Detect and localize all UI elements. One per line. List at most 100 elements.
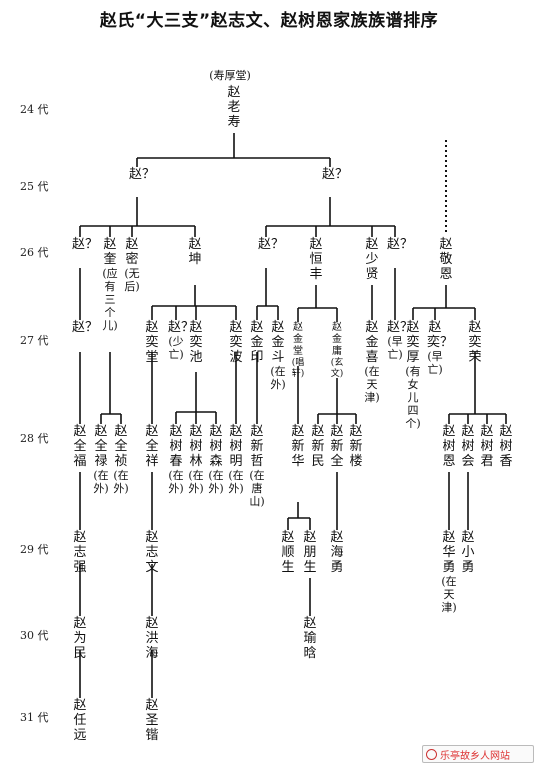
person-note: (在天津) — [441, 575, 457, 614]
person-g29pengsheng: 赵朋生 — [302, 530, 318, 575]
person-g28quanlu: 赵全禄(在外) — [93, 424, 109, 495]
person-note: (无后) — [124, 267, 140, 293]
person-name: 赵奕波 — [229, 320, 243, 365]
person-g28xinmin: 赵新民 — [310, 424, 326, 469]
person-name: 赵瑜晗 — [303, 616, 317, 661]
person-g26kui: 赵奎(应有三个儿) — [102, 237, 118, 332]
person-g28quanxiang: 赵全祥 — [144, 424, 160, 469]
person-g28shulin: 赵树林(在外) — [188, 424, 204, 495]
person-g26b: 赵？ — [258, 237, 285, 252]
person-note: (在外) — [208, 469, 224, 495]
person-g28shuming: 赵树明(在外) — [228, 424, 244, 495]
person-g29haiyong: 赵海勇 — [329, 530, 345, 575]
person-name: 赵树森 — [209, 424, 223, 469]
person-name: 赵全祥 — [145, 424, 159, 469]
site-logo-icon — [426, 748, 437, 760]
person-name: 赵坤 — [188, 237, 202, 267]
person-name: 赵？ — [387, 237, 414, 252]
person-name: 赵新哲 — [250, 424, 264, 469]
person-name: 赵树林 — [189, 424, 203, 469]
person-name: 赵金喜 — [365, 320, 379, 365]
person-note: (有女儿四个) — [405, 365, 421, 430]
person-name: 赵？ — [387, 320, 414, 335]
generation-label: 29 代 — [20, 543, 49, 556]
person-name: 赵少贤 — [365, 237, 379, 282]
person-g27jinxi: 赵金喜(在天津) — [364, 320, 380, 404]
person-g25b: 赵？ — [322, 167, 348, 182]
person-g28quanfu: 赵全福 — [72, 424, 88, 469]
person-g27a: 赵？ — [72, 320, 99, 335]
person-name: 赵任远 — [73, 698, 87, 743]
person-name: 赵树会 — [461, 424, 475, 469]
generation-label: 24 代 — [20, 103, 49, 116]
generation-label: 31 代 — [20, 711, 49, 724]
person-g28xinzhe: 赵新哲(在唐山) — [249, 424, 265, 508]
person-name: 赵奕池 — [189, 320, 203, 365]
person-g31shengkai: 赵圣锴 — [144, 698, 160, 743]
page-title: 赵氏“大三支”赵志文、赵树恩家族族谱排序 — [99, 11, 439, 31]
person-g28shusen: 赵树森(在外) — [208, 424, 224, 495]
hall-name: (寿厚堂) — [209, 69, 251, 82]
person-note: (在外) — [270, 365, 286, 391]
person-name: 赵新华 — [291, 424, 305, 469]
site-watermark: 乐亭故乡人网站 — [422, 745, 534, 763]
person-name: 赵华勇 — [442, 530, 456, 575]
person-g27yibo: 赵奕波 — [228, 320, 244, 365]
person-name: 赵？ — [72, 320, 99, 335]
person-g27b: 赵？(少亡) — [168, 320, 195, 361]
person-name: 赵金庸 — [332, 322, 342, 357]
person-g27d: 赵奕？(早亡) — [427, 320, 454, 376]
person-name: 赵全禄 — [94, 424, 108, 469]
person-g29zhiwen: 赵志文 — [144, 530, 160, 575]
person-name: 赵？ — [258, 237, 285, 252]
person-laoshou: 赵老寿 — [226, 85, 242, 130]
person-g28shuxiang: 赵树香 — [498, 424, 514, 469]
person-note: (应有三个儿) — [102, 267, 118, 332]
person-g31renyuan: 赵任远 — [72, 698, 88, 743]
person-name: 赵？ — [168, 320, 195, 335]
person-name: 赵树恩 — [442, 424, 456, 469]
person-name: 赵顺生 — [281, 530, 295, 575]
person-note: (早亡) — [387, 335, 403, 361]
person-g27yichi: 赵奕池 — [188, 320, 204, 365]
person-g26c: 赵？ — [387, 237, 414, 252]
person-g26kun: 赵坤 — [187, 237, 203, 267]
generation-label: 27 代 — [20, 334, 49, 347]
person-note: (在天津) — [364, 365, 380, 404]
person-g29xiaoyong: 赵小勇 — [460, 530, 476, 575]
person-g28xinhua: 赵新华 — [290, 424, 306, 469]
person-name: 赵金印 — [250, 320, 264, 365]
person-g28shuen: 赵树恩 — [441, 424, 457, 469]
person-name: 赵老寿 — [227, 85, 241, 130]
person-name: 赵密 — [125, 237, 139, 267]
generation-label: 30 代 — [20, 629, 49, 642]
person-name: 赵为民 — [73, 616, 87, 661]
person-name: 赵海勇 — [330, 530, 344, 575]
person-g28shuhui: 赵树会 — [460, 424, 476, 469]
person-g26hengfeng: 赵恒丰 — [308, 237, 324, 282]
person-name: 赵奕？ — [427, 320, 454, 350]
person-g27jinyong: 赵金庸(玄文) — [330, 322, 344, 380]
person-note: (在外) — [93, 469, 109, 495]
person-name: 赵新全 — [330, 424, 344, 469]
person-name: 赵奕荣 — [468, 320, 482, 365]
person-name: 赵树香 — [499, 424, 513, 469]
person-name: 赵全祯 — [114, 424, 128, 469]
person-name: 赵奎 — [103, 237, 117, 267]
person-g28xinquan: 赵新全 — [329, 424, 345, 469]
person-name: 赵敬恩 — [439, 237, 453, 282]
person-name: 赵志强 — [73, 530, 87, 575]
person-name: 赵奕厚 — [406, 320, 420, 365]
person-name: 赵奕堂 — [145, 320, 159, 365]
person-g28shujun: 赵树君 — [479, 424, 495, 469]
person-note: (玄文) — [330, 358, 344, 379]
person-name: 赵树春 — [169, 424, 183, 469]
generation-label: 26 代 — [20, 246, 49, 259]
person-name: 赵树君 — [480, 424, 494, 469]
person-g27yitang: 赵奕堂 — [144, 320, 160, 365]
person-g29zhiqiang: 赵志强 — [72, 530, 88, 575]
person-g28xinlou: 赵新楼 — [348, 424, 364, 469]
person-g30weimin: 赵为民 — [72, 616, 88, 661]
person-g29huayong: 赵华勇(在天津) — [441, 530, 457, 614]
